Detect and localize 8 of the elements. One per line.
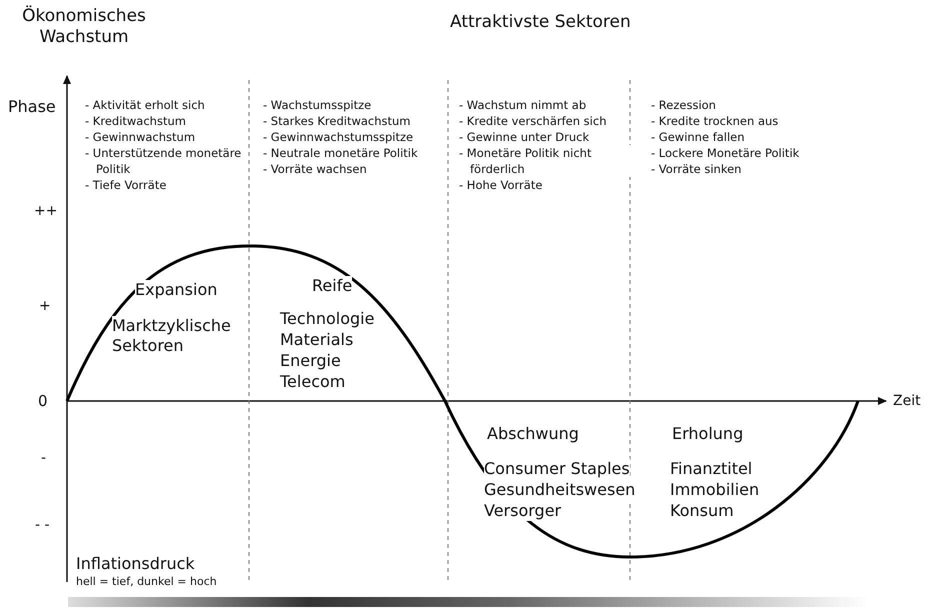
phase-name: Erholung <box>672 424 744 444</box>
sector-name: Gesundheitswesen <box>484 479 636 500</box>
bullet-item: - Monetäre Politik nicht förderlich <box>459 145 631 177</box>
phase-name: Expansion <box>135 280 218 300</box>
phase-name: Abschwung <box>487 424 579 444</box>
sector-name: Versorger <box>484 500 562 521</box>
sector-name: Consumer Staples <box>484 458 630 479</box>
legend-note: hell = tief, dunkel = hoch <box>76 575 217 589</box>
